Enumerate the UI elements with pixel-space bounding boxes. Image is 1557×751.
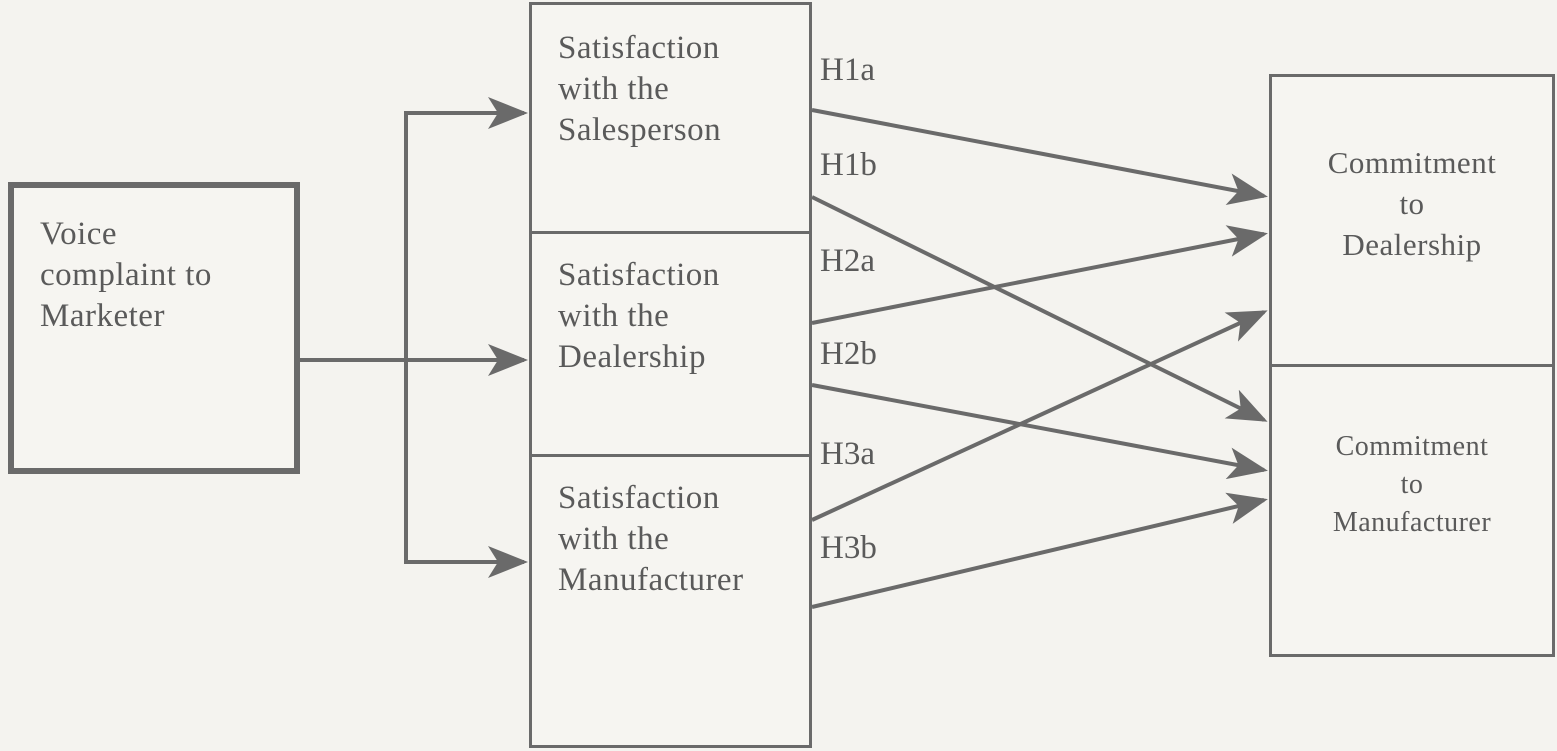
label-h3a: H3a [820,436,875,472]
commitment-dealership-label: Commitment to Dealership [1327,145,1497,262]
voice-complaint-box [8,182,300,474]
label-h2a: H2a [820,243,875,279]
label-h1a: H1a [820,52,875,88]
satisfaction-manufacturer-box [529,454,812,748]
arrow-h2a [811,225,1268,325]
arrow-h1b [811,195,1268,422]
label-h1b: H1b [820,147,877,183]
voice-complaint-label: Voice complaint to Marketer [40,216,212,334]
commitment-manufacturer-label: Commitment to Manufacturer [1332,431,1492,538]
satisfaction-dealership-label: Satisfaction with the Dealership [558,257,720,375]
satisfaction-salesperson-label: Satisfaction with the Salesperson [558,30,722,148]
arrow-h3a [811,310,1268,522]
label-h2b: H2b [820,336,877,372]
commitment-manufacturer-box [1269,364,1555,657]
arrow-h2b [811,383,1268,480]
arrow-h1a [811,108,1268,205]
arrow-h3b [811,492,1268,609]
commitment-dealership-box [1269,74,1555,367]
label-h3b: H3b [820,530,877,566]
satisfaction-manufacturer-label: Satisfaction with the Manufacturer [558,480,744,598]
